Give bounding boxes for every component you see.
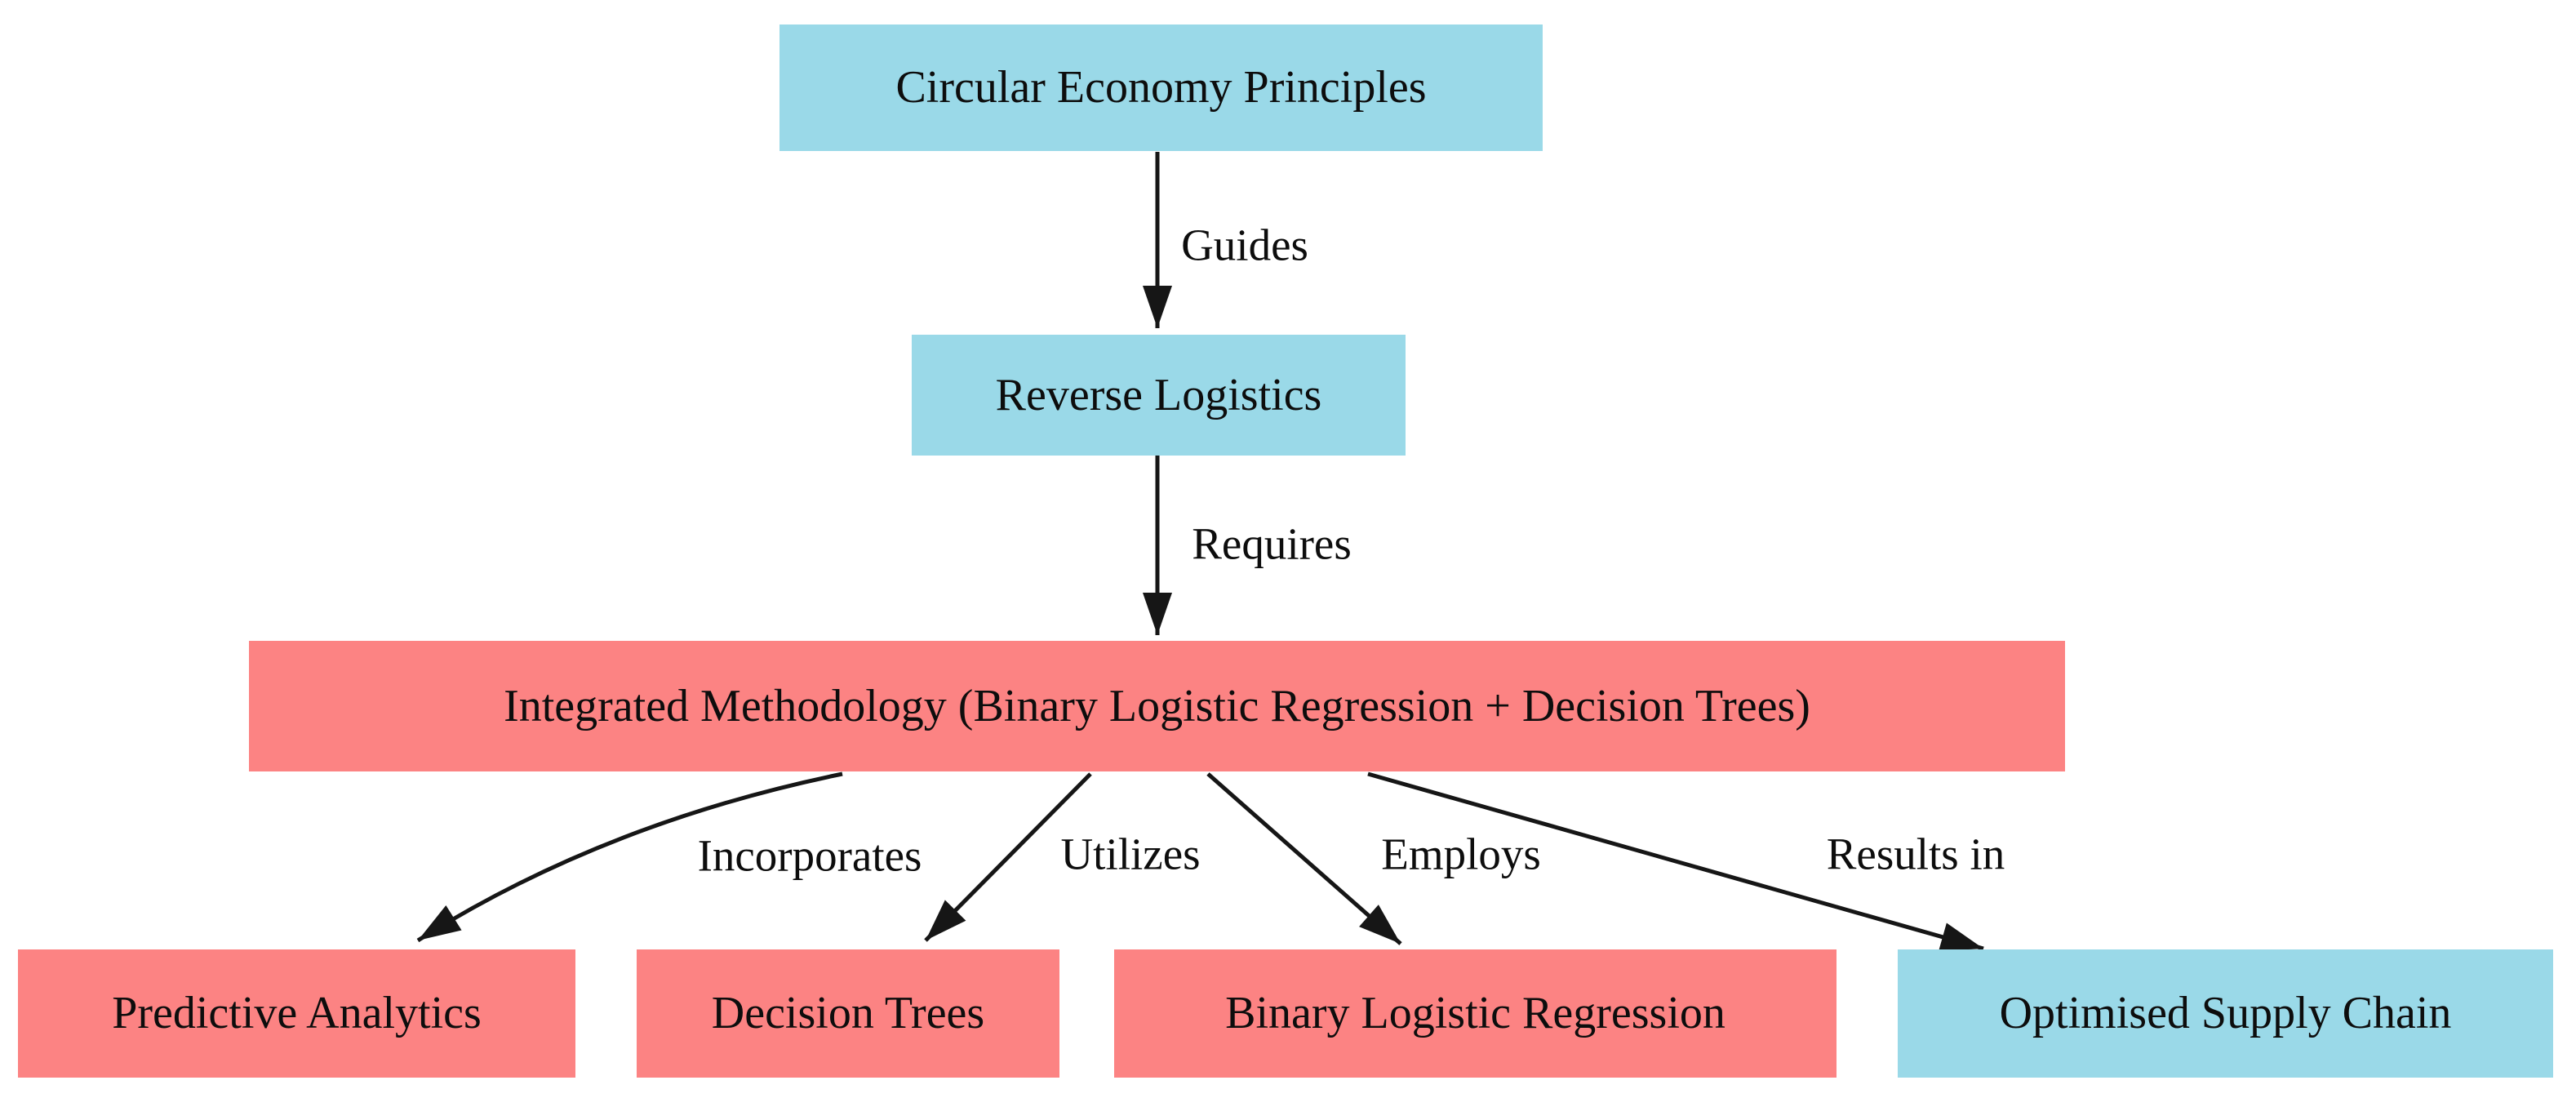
edge-label-guides: Guides xyxy=(1181,220,1308,270)
edge-label-employs: Employs xyxy=(1381,829,1541,879)
node-label: Reverse Logistics xyxy=(995,369,1322,420)
edge-label-requires: Requires xyxy=(1192,518,1352,569)
edge-incorporates-arrow xyxy=(416,771,843,943)
node-label: Optimised Supply Chain xyxy=(1999,988,2452,1039)
edge-utilizes-arrow xyxy=(924,772,1092,942)
node-label: Decision Trees xyxy=(711,988,985,1039)
edge-label-incorporates: Incorporates xyxy=(697,830,922,881)
node-optimised-supply-chain: Optimised Supply Chain xyxy=(1898,949,2553,1078)
node-integrated-methodology: Integrated Methodology (Binary Logistic … xyxy=(249,641,2065,771)
node-circular-economy-principles: Circular Economy Principles xyxy=(779,24,1543,151)
node-reverse-logistics: Reverse Logistics xyxy=(912,335,1406,456)
edge-label-results-in: Results in xyxy=(1826,829,2005,879)
node-predictive-analytics: Predictive Analytics xyxy=(18,949,575,1078)
node-label: Predictive Analytics xyxy=(112,988,482,1039)
edge-results-in-arrow xyxy=(1367,771,1984,952)
node-binary-logistic-regression: Binary Logistic Regression xyxy=(1114,949,1837,1078)
node-decision-trees: Decision Trees xyxy=(637,949,1059,1078)
node-label: Circular Economy Principles xyxy=(895,62,1427,113)
node-label: Binary Logistic Regression xyxy=(1225,988,1725,1039)
edge-label-utilizes: Utilizes xyxy=(1060,829,1201,879)
node-label: Integrated Methodology (Binary Logistic … xyxy=(504,680,1810,731)
edge-employs-arrow xyxy=(1206,772,1402,945)
